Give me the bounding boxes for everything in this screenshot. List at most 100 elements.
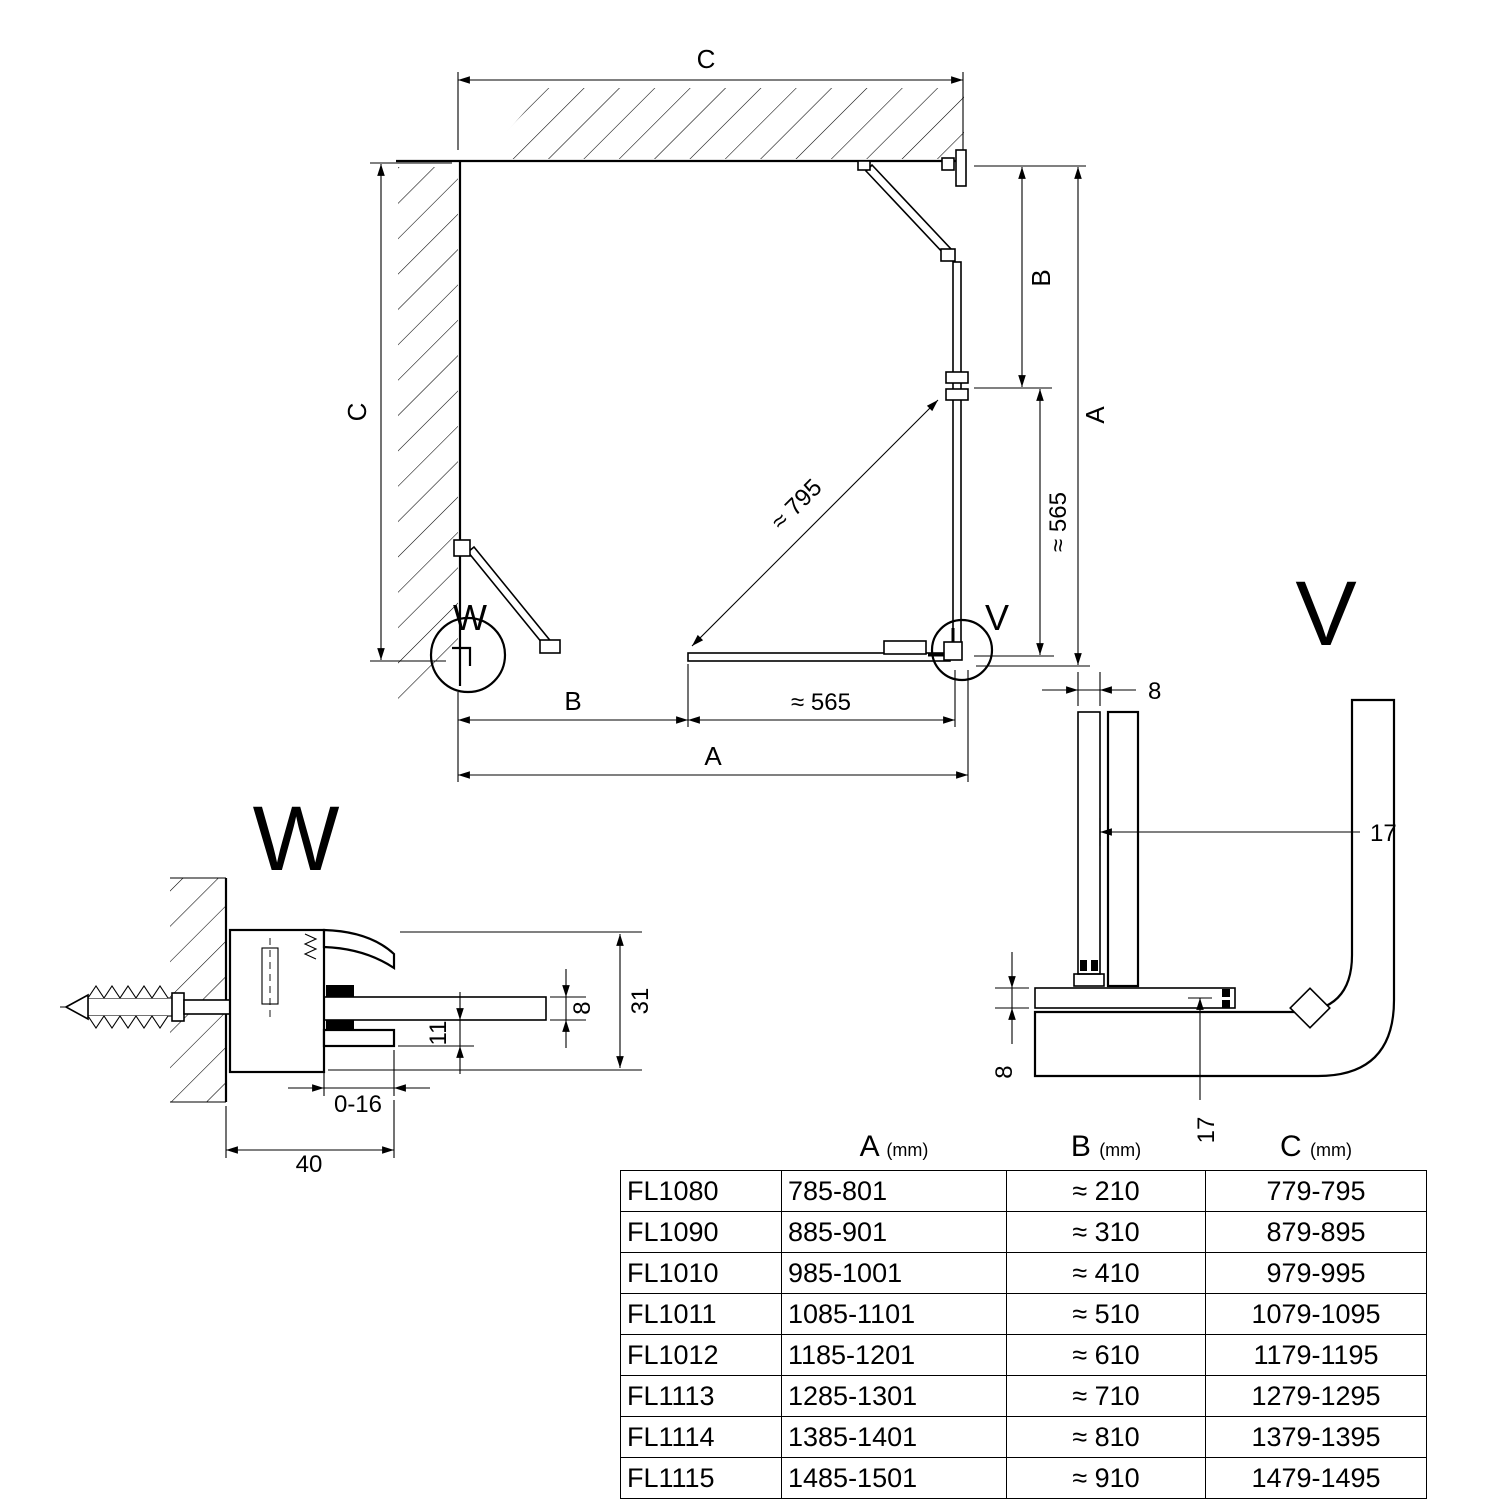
dimension-0-16: 0-16 (288, 1050, 430, 1118)
wall-lines (396, 159, 966, 686)
dim-label-8-w: 8 (569, 1001, 596, 1014)
size-table-header-row: A (mm) B (mm) C (mm) (621, 1130, 1427, 1171)
header-c-label: C (1280, 1130, 1302, 1163)
table-row: FL1113 1285-1301 ≈ 710 1279-1295 (620, 1375, 1427, 1417)
dim-label-31: 31 (627, 988, 654, 1015)
a-cell: 1185-1201 (781, 1334, 1007, 1376)
glass-panel-v-vertical (1077, 711, 1101, 975)
bracket-bottom-panel (883, 640, 927, 655)
dimension-17-bottom: 17 (1188, 997, 1220, 1144)
a-cell: 1485-1501 (781, 1457, 1007, 1499)
dimension-a-bottom: A (458, 670, 969, 782)
dimension-40: 40 (225, 1100, 395, 1178)
plan-view: C C B ≈ 565 A (342, 44, 1110, 782)
wall-hatch-left (398, 167, 458, 716)
a-cell: 785-801 (781, 1170, 1007, 1212)
header-b-unit: (mm) (1099, 1140, 1142, 1160)
model-cell: FL1010 (620, 1252, 782, 1294)
dim-label-a-right: A (1080, 406, 1110, 424)
detail-v: V 8 17 (991, 563, 1397, 1143)
model-cell: FL1012 (620, 1334, 782, 1376)
wall-profile-in-w-circle (452, 539, 561, 666)
dimension-c-left: C (342, 162, 452, 662)
gasket-v1 (1080, 960, 1087, 971)
profile-strip-vertical (1106, 710, 1140, 988)
dim-label-b-bottom: B (564, 686, 581, 716)
size-table-header-c: C (mm) (1206, 1130, 1427, 1171)
b-cell: ≈ 310 (1006, 1211, 1206, 1253)
b-cell: ≈ 210 (1006, 1170, 1206, 1212)
c-cell: 1079-1095 (1205, 1293, 1427, 1335)
fixed-panel-right (952, 261, 962, 645)
bracket-mid-right (945, 371, 969, 401)
model-cell: FL1114 (620, 1416, 782, 1458)
gasket-top (326, 985, 354, 997)
model-cell: FL1090 (620, 1211, 782, 1253)
corner-profile (1033, 698, 1396, 1078)
dimension-b-right: B (974, 165, 1086, 389)
table-row: FL1090 885-901 ≈ 310 879-895 (620, 1211, 1427, 1253)
detail-v-title: V (1295, 563, 1356, 665)
dimension-565-right: ≈ 565 (974, 389, 1072, 657)
dim-label-8-v-top: 8 (1148, 678, 1161, 705)
b-cell: ≈ 910 (1006, 1457, 1206, 1499)
wall-hatch-top (482, 88, 964, 159)
dim-label-c-top: C (697, 44, 716, 74)
size-table-corner-header (621, 1130, 782, 1171)
corner-hardware-v (928, 628, 963, 661)
header-c-unit: (mm) (1310, 1140, 1352, 1160)
b-cell: ≈ 610 (1006, 1334, 1206, 1376)
a-cell: 1285-1301 (781, 1375, 1007, 1417)
dim-label-b-right: B (1026, 269, 1056, 286)
dimension-795-diagonal: ≈ 795 (691, 399, 939, 647)
detail-circle-w (429, 616, 507, 694)
table-row: FL1080 785-801 ≈ 210 779-795 (620, 1170, 1427, 1212)
door-top-open (864, 163, 953, 257)
detail-w-wall-hatch (170, 877, 228, 1103)
c-cell: 1179-1195 (1205, 1334, 1427, 1376)
dim-label-8-v-left: 8 (991, 1065, 1018, 1078)
c-cell: 779-795 (1205, 1170, 1427, 1212)
size-table-header-b: B (mm) (1007, 1130, 1206, 1171)
gasket-v4 (1222, 1000, 1230, 1008)
dimension-11: 11 (398, 992, 474, 1074)
dimension-a-right: A (976, 167, 1110, 667)
detail-marker-v-label: V (985, 597, 1009, 638)
glass-panel-w (323, 996, 547, 1021)
dimension-31: 31 (328, 931, 654, 1071)
corner-screw (1289, 987, 1331, 1029)
dimension-c-top: C (457, 44, 964, 150)
gasket-v2 (1091, 960, 1098, 971)
size-table-header-a: A (mm) (782, 1130, 1007, 1171)
dimension-8-v-top: 8 (1042, 672, 1161, 706)
model-cell: FL1113 (620, 1375, 782, 1417)
table-row: FL1010 985-1001 ≈ 410 979-995 (620, 1252, 1427, 1294)
wall-profile-section (228, 928, 396, 1074)
table-row: FL1012 1185-1201 ≈ 610 1179-1195 (620, 1334, 1427, 1376)
gasket-bottom (326, 1020, 354, 1030)
dim-label-17-right: 17 (1370, 820, 1397, 847)
a-cell: 885-901 (781, 1211, 1007, 1253)
b-cell: ≈ 710 (1006, 1375, 1206, 1417)
table-row: FL1114 1385-1401 ≈ 810 1379-1395 (620, 1416, 1427, 1458)
c-cell: 1279-1295 (1205, 1375, 1427, 1417)
model-cell: FL1115 (620, 1457, 782, 1499)
b-cell: ≈ 410 (1006, 1252, 1206, 1294)
detail-w-title: W (253, 788, 340, 890)
detail-circle-v (930, 618, 994, 682)
dim-label-17-bottom: 17 (1193, 1117, 1220, 1144)
dim-label-11: 11 (425, 1021, 452, 1046)
a-cell: 1085-1101 (781, 1293, 1007, 1335)
dim-label-565-right: ≈ 565 (1045, 492, 1072, 552)
dimension-565-bottom: ≈ 565 (688, 670, 956, 727)
a-cell: 985-1001 (781, 1252, 1007, 1294)
dim-label-c-left: C (342, 403, 372, 422)
dimension-8-v-left: 8 (991, 952, 1029, 1079)
c-cell: 1479-1495 (1205, 1457, 1427, 1499)
gasket-v3 (1222, 989, 1230, 997)
model-cell: FL1011 (620, 1293, 782, 1335)
model-cell: FL1080 (620, 1170, 782, 1212)
dim-label-565-bottom: ≈ 565 (791, 689, 851, 716)
glass-panel-v-horizontal (1034, 987, 1236, 1009)
